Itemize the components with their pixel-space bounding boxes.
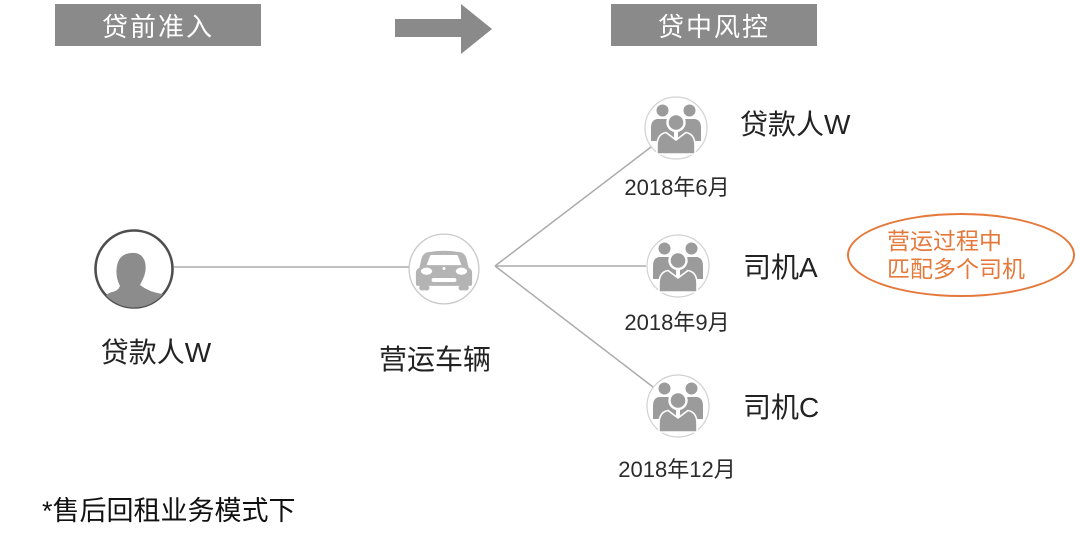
node1-date: 2018年6月 bbox=[624, 175, 730, 200]
connector-vehicle-node1 bbox=[494, 146, 652, 267]
node2-group-icon bbox=[646, 234, 710, 298]
node1-group-icon bbox=[644, 96, 708, 160]
connector-vehicle-node3 bbox=[494, 265, 654, 388]
vehicle-node-label: 营运车辆 bbox=[378, 344, 491, 375]
footnote: *售后回租业务模式下 bbox=[42, 496, 296, 526]
node3-date: 2018年12月 bbox=[618, 457, 736, 482]
callout-line2: 匹配多个司机 bbox=[887, 256, 1025, 282]
stage-pre-loan-label: 贷前准入 bbox=[101, 11, 214, 42]
stage-arrow-icon bbox=[395, 4, 492, 54]
node2-label: 司机A bbox=[743, 252, 818, 283]
borrower-person-icon bbox=[94, 229, 174, 309]
node2-date: 2018年9月 bbox=[624, 310, 730, 335]
borrower-node-label: 贷款人W bbox=[100, 337, 212, 368]
node1-label: 贷款人W bbox=[740, 109, 851, 140]
node3-label: 司机C bbox=[743, 392, 820, 423]
vehicle-car-icon bbox=[408, 233, 480, 305]
node3-group-icon bbox=[646, 374, 710, 438]
operation-callout-ellipse: 营运过程中 匹配多个司机 bbox=[847, 213, 1075, 297]
stage-in-loan-box: 贷中风控 bbox=[611, 4, 817, 46]
callout-line1: 营运过程中 bbox=[887, 228, 1002, 254]
stage-in-loan-label: 贷中风控 bbox=[657, 11, 770, 42]
stage-pre-loan-box: 贷前准入 bbox=[55, 4, 261, 46]
